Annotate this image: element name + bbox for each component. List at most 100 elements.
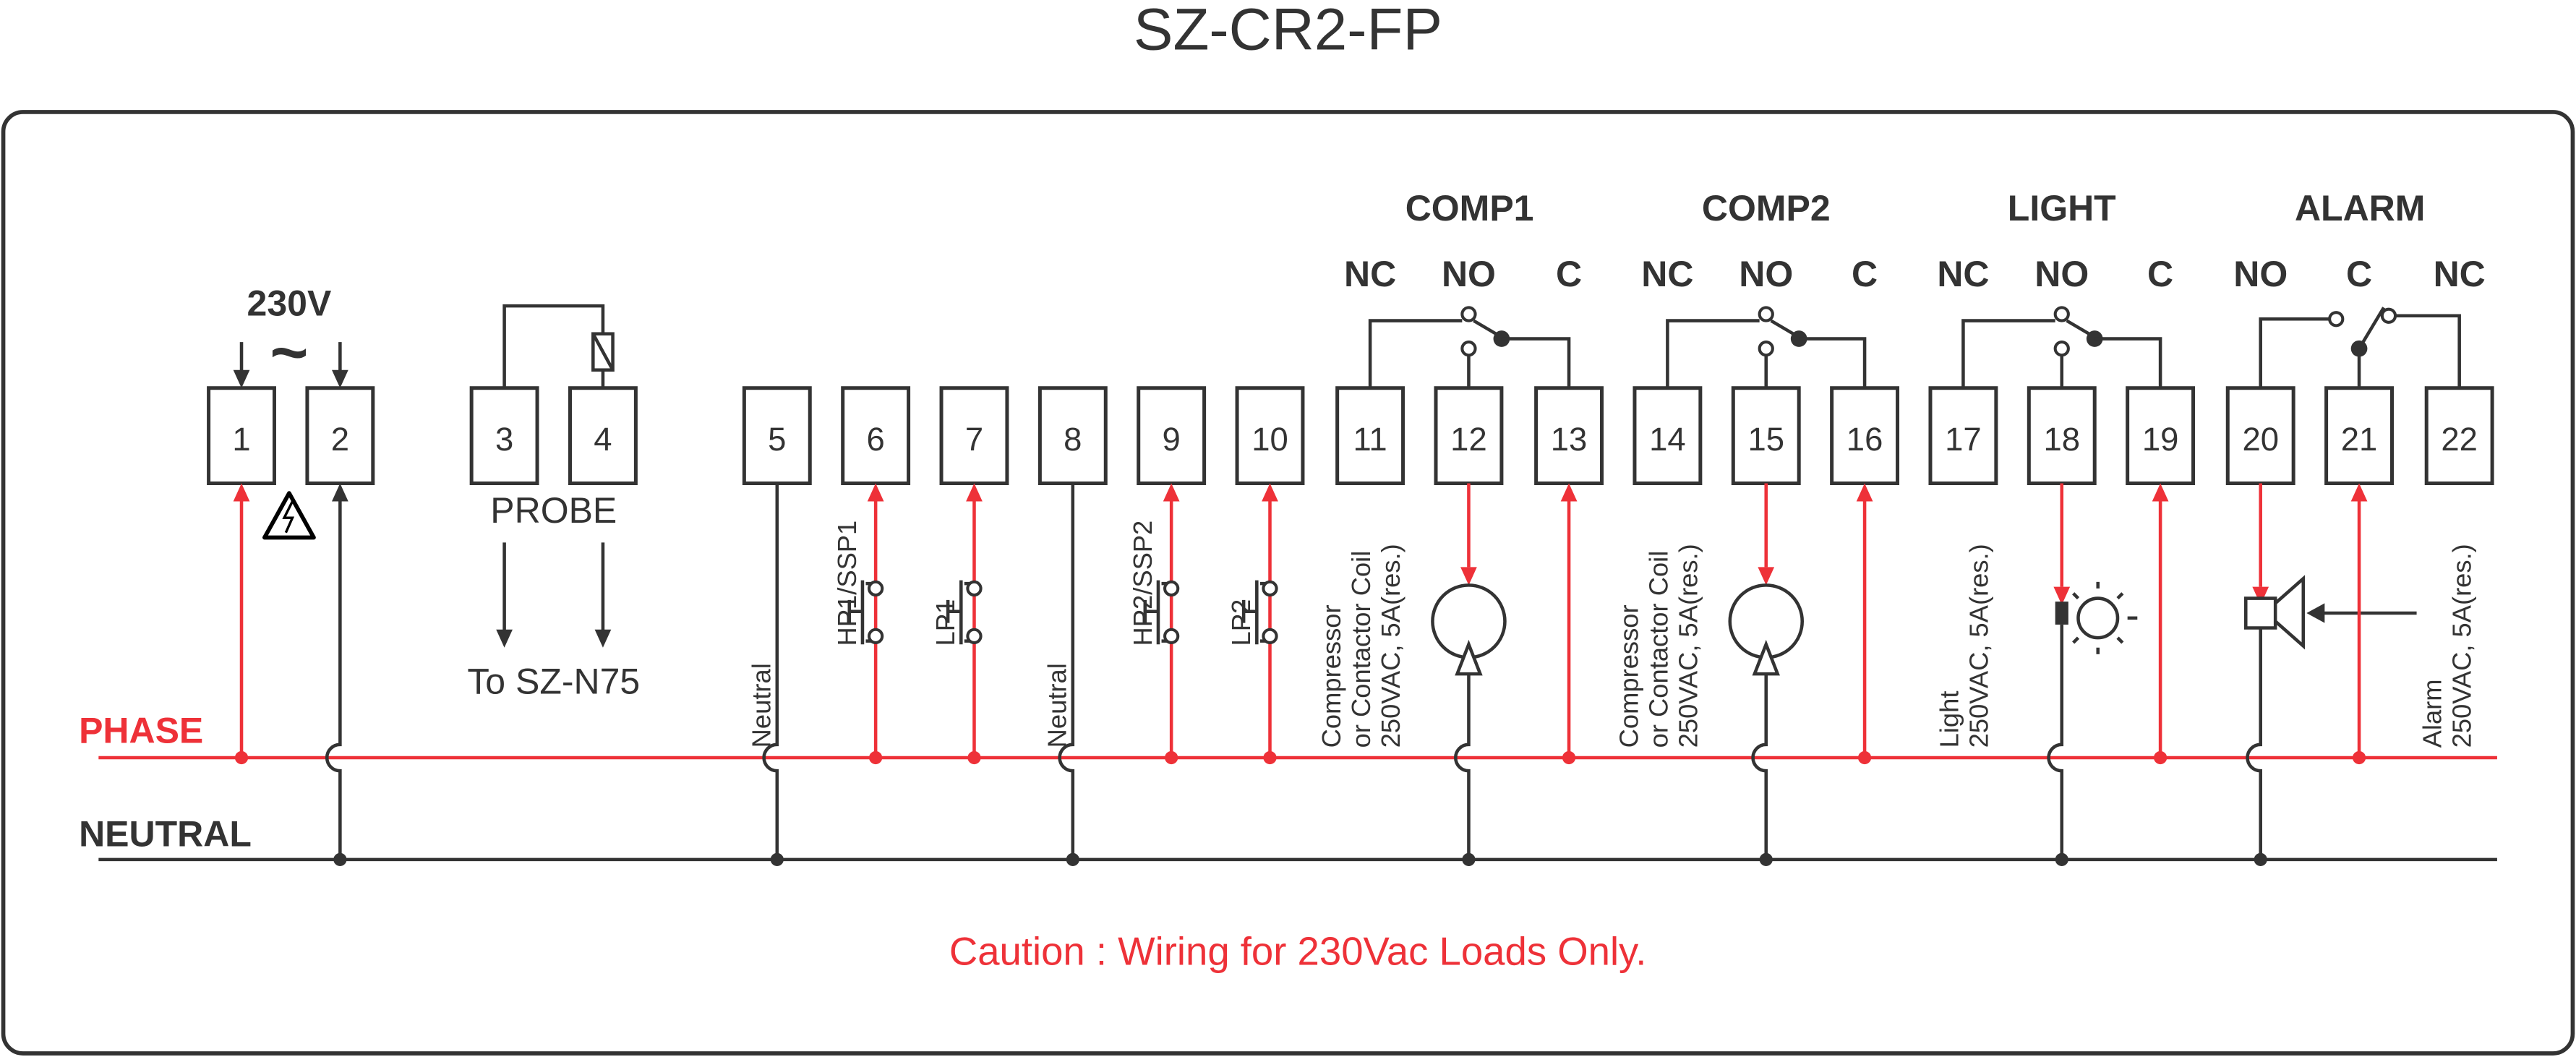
junction-dot [333,852,347,866]
terminal-number: 20 [2242,421,2279,458]
contact-terminal [1758,341,1774,357]
terminal-number: 15 [1747,421,1784,458]
nc-wire [1666,319,1760,388]
arrow-up-icon [1560,483,1578,502]
junction-dot [1759,852,1773,866]
terminal-1 [207,386,276,486]
terminal-number: 16 [1847,421,1883,458]
arrow-up-icon [1163,483,1180,502]
contact-terminal [2328,311,2345,328]
relay-name-comp2: COMP2 [1702,188,1831,228]
switch-contact [966,580,983,597]
arrow-up-icon [2152,483,2169,502]
load-label-comp1: or Contactor Coil [1346,551,1376,748]
light-ray [2116,592,2124,600]
input-label-5: Neutral [747,663,776,748]
ntc-diagonal [591,333,615,371]
terminal-number: 6 [867,421,885,458]
contact-terminal [1460,306,1477,322]
input-label-6: HP1/SSP1 [832,521,862,646]
input-label-9: HP2/SSP2 [1128,521,1158,646]
lightning-bolt-icon [282,500,295,534]
junction-dot [2154,750,2168,765]
load-label-comp1: Compressor [1317,604,1346,748]
buzzer-icon [2243,575,2306,650]
contact-label: C [1852,254,1878,294]
probe-wire [502,304,605,388]
contact-label: NO [1739,254,1793,294]
load-label-comp2: or Contactor Coil [1643,551,1673,748]
light-ray [2116,636,2124,644]
terminal-number: 22 [2441,421,2478,458]
switch-contact [868,580,884,597]
terminal-number: 1 [232,421,250,458]
load-neutral-wire [2246,628,2262,860]
contact-terminal [1460,341,1477,357]
load-label-light: Light [1935,691,1964,748]
arrow-left-icon [2306,603,2325,623]
arrow-up-icon [867,483,884,502]
neutral-wire [762,483,779,860]
probe-label: PROBE [490,490,617,531]
junction-dot [2352,750,2366,765]
lamp-base [2055,602,2068,625]
junction-dot [234,750,249,765]
arrow-up-icon [1262,483,1278,502]
junction-dot [1562,750,1576,765]
load-label-comp2: Compressor [1614,604,1644,748]
contact-terminal [2380,307,2397,324]
no-wire [2259,317,2330,388]
light-bulb-icon [2076,596,2120,640]
relay-name-alarm: ALARM [2295,188,2425,228]
arrow-down-icon [1758,567,1775,586]
contact-label: NO [1442,254,1496,294]
terminal-number: 11 [1353,421,1387,458]
switch-contact [1262,628,1278,644]
relay-arm [2358,307,2386,350]
contact-label: NC [1344,254,1396,294]
terminal-number: 9 [1163,421,1181,458]
arrow-down-icon [496,629,513,648]
arrow-up-icon [2350,483,2368,502]
terminal-13 [1534,386,1604,486]
load-neutral-wire [1751,674,1768,860]
terminal-number: 19 [2142,421,2179,458]
load-label-comp2: 250VAC, 5A(res.) [1673,544,1703,748]
junction-dot [2254,852,2267,866]
terminal-6 [841,386,911,486]
light-ray [2072,592,2080,600]
caution-note: Caution : Wiring for 230Vac Loads Only. [949,929,1647,973]
contact-terminal [2053,306,2070,322]
terminal-number: 8 [1064,421,1082,458]
neutral-label: NEUTRAL [79,814,252,855]
load-label-alarm: Alarm [2418,679,2447,748]
load-label-light: 250VAC, 5A(res.) [1964,544,1994,748]
junction-dot [869,750,883,765]
terminal-16 [1830,386,1900,486]
terminal-number: 2 [331,421,349,458]
high-voltage-warning-icon [262,491,316,540]
arrow-down-icon [1460,567,1477,586]
phase-label: PHASE [79,711,203,751]
terminal-number: 12 [1450,421,1487,458]
terminal-14 [1633,386,1703,486]
terminal-5 [742,386,812,486]
arrow-down-icon [2252,586,2269,605]
arrow-down-icon [332,369,348,388]
terminal-9 [1137,386,1207,486]
terminal-number: 7 [965,421,983,458]
contact-label: NO [2034,254,2089,294]
load-neutral-wire [2047,624,2064,860]
arrow-up-icon [233,483,250,502]
input-label-8: Neutral [1043,663,1072,748]
common-wire [1799,337,1867,388]
contact-label: C [2147,254,2173,294]
terminal-number: 10 [1251,421,1288,458]
terminal-number: 3 [495,421,513,458]
arrow-down-icon [2053,586,2071,605]
terminal-17 [1928,386,1998,486]
contact-label: NO [2233,254,2288,294]
terminal-8 [1037,386,1108,486]
terminal-15 [1731,386,1801,486]
